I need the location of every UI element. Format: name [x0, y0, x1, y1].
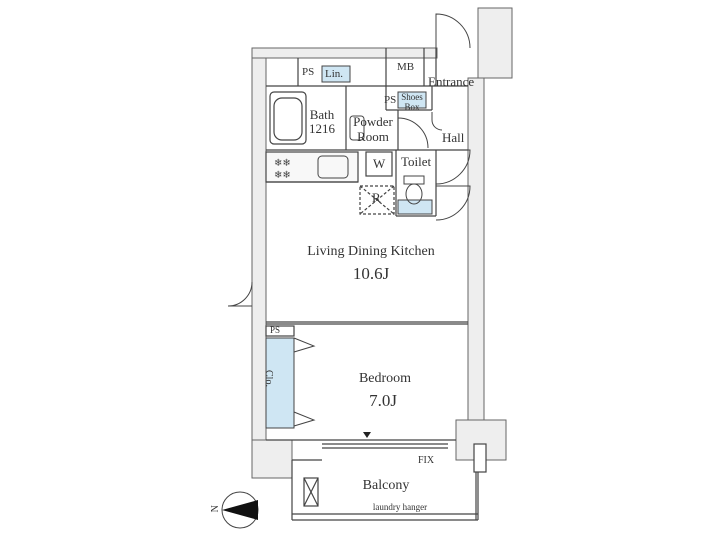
label-linen: Lin. [325, 68, 344, 80]
label-bath-size: 1216 [309, 121, 335, 136]
svg-text:❄❄: ❄❄ [274, 158, 291, 169]
label-ps-bedroom: PS [270, 325, 281, 335]
label-hall: Hall [442, 130, 465, 145]
label-bath-name: Bath [309, 107, 335, 122]
label-ps-small: PS [384, 94, 397, 106]
interior-walls [265, 48, 487, 521]
toilet-fixture [403, 175, 425, 205]
label-powder-room: Powder Room [353, 114, 393, 144]
label-ldk-name: Living Dining Kitchen [307, 244, 435, 259]
svg-text:❄❄: ❄❄ [274, 170, 291, 181]
label-fix: FIX [418, 455, 435, 466]
label-shoes-box: Shoes Box [401, 92, 423, 113]
kitchen-stove: ❄❄ ❄❄ [274, 155, 349, 181]
label-laundry-hanger: laundry hanger [372, 502, 428, 512]
label-mb: MB [397, 61, 415, 73]
outer-walls [251, 7, 513, 479]
label-bedroom-size: 7.0J [369, 391, 397, 410]
label-toilet: Toilet [401, 154, 432, 169]
label-balcony: Balcony [362, 478, 410, 493]
label-washer: W [373, 156, 386, 171]
label-entrance: Entrance [428, 74, 475, 89]
doors [227, 13, 471, 427]
label-north: N [209, 505, 221, 513]
label-ps-top: PS [302, 66, 315, 78]
north-arrow-icon [221, 491, 259, 529]
label-ldk-size: 10.6J [352, 264, 390, 283]
window-marker [363, 432, 371, 438]
powder-sink [349, 115, 365, 141]
storage-areas [265, 65, 433, 429]
bathtub [269, 91, 307, 145]
label-closet: Clo. [263, 370, 274, 387]
label-bedroom-name: Bedroom [358, 371, 412, 386]
label-fridge: R [372, 190, 381, 205]
